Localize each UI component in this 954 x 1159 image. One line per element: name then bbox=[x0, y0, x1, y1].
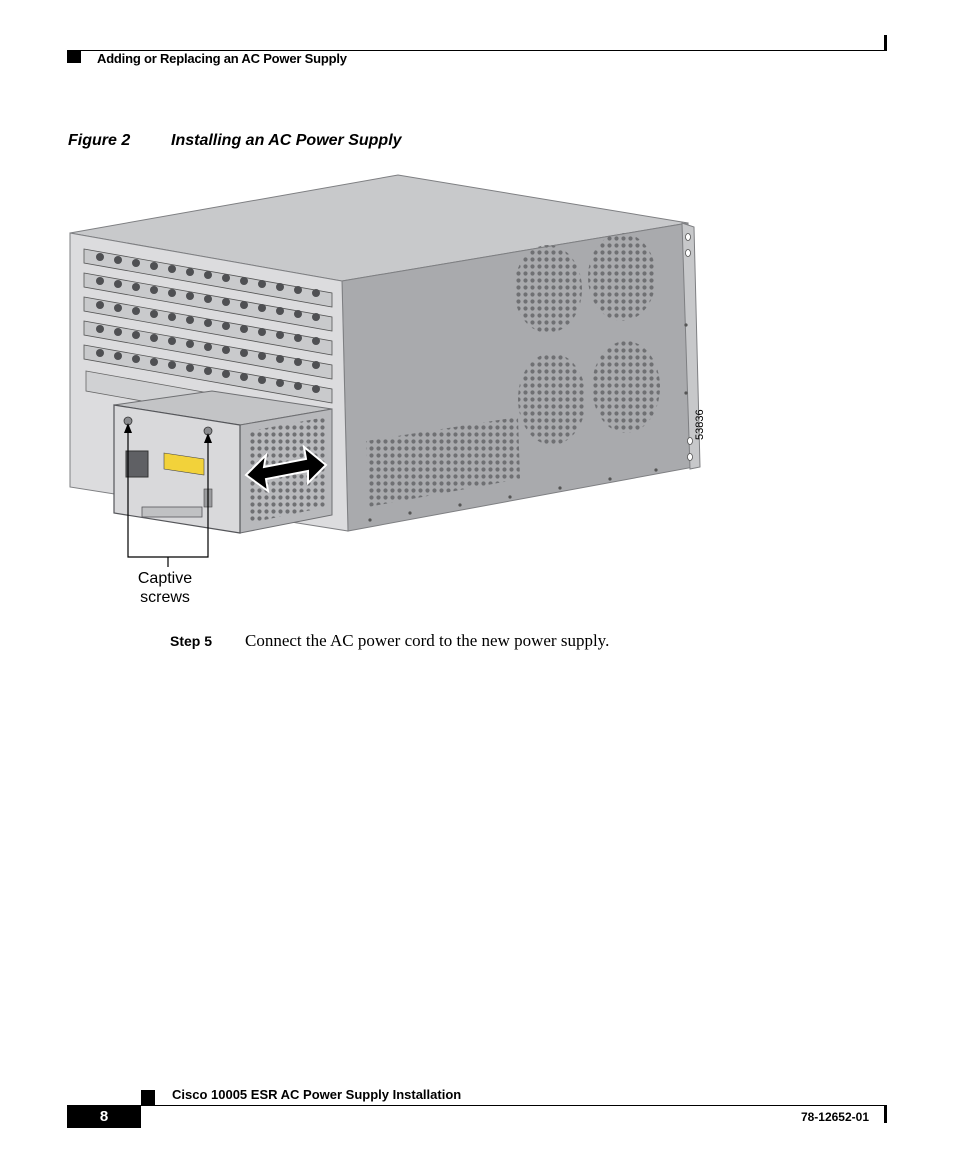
step-label: Step 5 bbox=[170, 633, 213, 649]
header-marker bbox=[67, 50, 81, 63]
footer-rule bbox=[67, 1105, 885, 1106]
header-edge-mark bbox=[884, 35, 887, 51]
figure-art-id: 53836 bbox=[694, 409, 706, 440]
running-header: Adding or Replacing an AC Power Supply bbox=[97, 51, 347, 66]
footer-doc-title: Cisco 10005 ESR AC Power Supply Installa… bbox=[172, 1087, 462, 1102]
page-number-box bbox=[67, 1105, 141, 1128]
chassis-illustration bbox=[69, 174, 701, 567]
footer-marker bbox=[141, 1090, 155, 1105]
callout-line-2: screws bbox=[140, 589, 190, 606]
step-text: Connect the AC power cord to the new pow… bbox=[245, 631, 610, 650]
figure-title: Installing an AC Power Supply bbox=[171, 132, 402, 149]
header-rule bbox=[67, 50, 885, 51]
footer-doc-number: 78-12652-01 bbox=[800, 1110, 869, 1124]
figure-number: Figure 2 bbox=[68, 132, 131, 149]
page-number: 8 bbox=[99, 1108, 109, 1125]
callout-line-1: Captive bbox=[137, 570, 193, 587]
double-arrow-icon bbox=[244, 444, 328, 494]
connector-dots bbox=[96, 253, 320, 393]
captive-screws-callout: Captive screws bbox=[128, 569, 202, 607]
footer-edge-mark bbox=[884, 1105, 887, 1123]
